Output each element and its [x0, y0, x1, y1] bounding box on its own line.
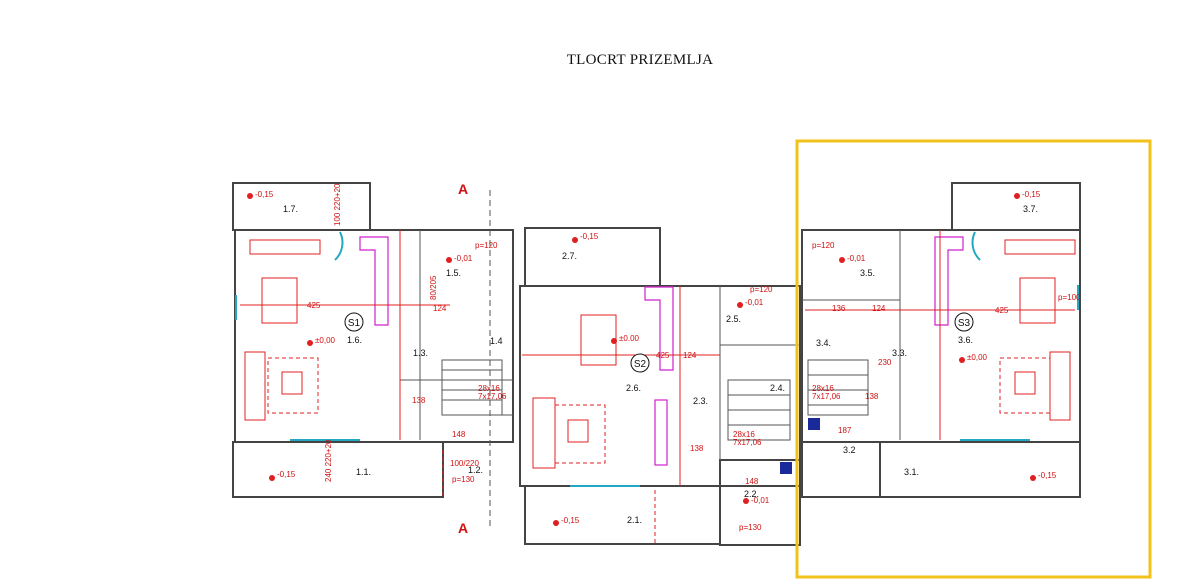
svg-text:124: 124	[433, 304, 447, 313]
door-dimension-1-5: 80/205	[429, 275, 438, 300]
svg-text:-0,01: -0,01	[454, 254, 473, 263]
meter-icon	[808, 418, 820, 430]
svg-text:7x17,06: 7x17,06	[733, 438, 762, 447]
svg-text:7x17,06: 7x17,06	[812, 392, 841, 401]
svg-text:2.4.: 2.4.	[770, 383, 785, 393]
sofa	[244, 351, 266, 421]
svg-text:230: 230	[878, 358, 892, 367]
svg-text:124: 124	[683, 351, 697, 360]
svg-text:3.3.: 3.3.	[892, 348, 907, 358]
svg-text:3.4.: 3.4.	[816, 338, 831, 348]
svg-text:-0,15: -0,15	[1038, 471, 1057, 480]
svg-text:425: 425	[307, 301, 321, 310]
svg-text:3.6.: 3.6.	[958, 335, 973, 345]
room-labels: 1.2. 1.1. 1.3. 1.4 1.5. 1.6. 1.7. 2.1. 2…	[283, 204, 1038, 525]
kitchen-counter	[934, 236, 964, 326]
svg-text:124: 124	[872, 304, 886, 313]
dining-table	[261, 277, 298, 324]
svg-text:-0,15: -0,15	[561, 516, 580, 525]
dimension-labels: 425 425 425 p=100 p=120 p=120 p=120 p=13…	[307, 183, 1081, 532]
svg-text:138: 138	[690, 444, 704, 453]
svg-text:±0,00: ±0,00	[967, 353, 988, 362]
svg-text:p=130: p=130	[739, 523, 762, 532]
unit-marker-s2: S2	[630, 353, 650, 373]
dining-table	[1019, 277, 1056, 324]
svg-text:138: 138	[412, 396, 426, 405]
unit-1	[232, 182, 514, 498]
svg-text:-0,15: -0,15	[1022, 190, 1041, 199]
entry-3-2	[801, 441, 881, 498]
balcony-1-7	[232, 182, 371, 231]
svg-text:1.3.: 1.3.	[413, 348, 428, 358]
svg-text:148: 148	[745, 477, 759, 486]
svg-text:p=130: p=130	[452, 475, 475, 484]
unit-marker-s3: S3	[954, 312, 974, 332]
svg-text:136: 136	[832, 304, 846, 313]
meter-icon	[780, 462, 792, 474]
svg-text:28x16: 28x16	[478, 384, 500, 393]
svg-text:±0.00: ±0.00	[619, 334, 640, 343]
terrace-2-1	[524, 485, 721, 545]
section-marker-bottom: A	[458, 520, 468, 536]
svg-text:28x16: 28x16	[812, 384, 834, 393]
kitchen-counter	[359, 236, 389, 326]
svg-text:2.2.: 2.2.	[744, 489, 759, 499]
svg-text:138: 138	[865, 392, 879, 401]
dining-table	[580, 314, 617, 366]
svg-text:425: 425	[656, 351, 670, 360]
unit-2	[519, 227, 801, 546]
door-dimension-1-7: 100 220+20	[333, 183, 342, 226]
svg-text:-0,01: -0,01	[847, 254, 866, 263]
svg-text:1.4: 1.4	[490, 336, 503, 346]
drawing-title: TLOCRT PRIZEMLJA	[566, 52, 714, 68]
svg-text:S2: S2	[634, 359, 647, 370]
door-dimension-1-2: 100/220	[450, 459, 479, 468]
svg-text:1.7.: 1.7.	[283, 204, 298, 214]
svg-text:-0,15: -0,15	[255, 190, 274, 199]
entry-2-2	[719, 459, 801, 546]
svg-text:7x17,06: 7x17,06	[478, 392, 507, 401]
unit-3	[801, 182, 1081, 498]
window-dimension-1-1: 240 220+20	[324, 439, 333, 482]
svg-text:187: 187	[838, 426, 852, 435]
svg-text:425: 425	[995, 306, 1009, 315]
balcony-3-7	[951, 182, 1081, 231]
unit-marker-s1: S1	[344, 312, 364, 332]
svg-text:S1: S1	[348, 318, 361, 329]
svg-text:1.2.: 1.2.	[468, 465, 483, 475]
highlight-frame-unit-s3	[795, 139, 1152, 579]
sofa	[1049, 351, 1071, 421]
svg-text:3.1.: 3.1.	[904, 467, 919, 477]
svg-text:S3: S3	[958, 318, 971, 329]
svg-text:p=100: p=100	[1058, 293, 1081, 302]
svg-text:1.1.: 1.1.	[356, 467, 371, 477]
sofa	[532, 397, 556, 469]
svg-text:3.7.: 3.7.	[1023, 204, 1038, 214]
svg-text:2.7.: 2.7.	[562, 251, 577, 261]
kitchen-counter	[644, 286, 674, 371]
svg-text:1.5.: 1.5.	[446, 268, 461, 278]
svg-text:-0,01: -0,01	[745, 298, 764, 307]
svg-text:2.6.: 2.6.	[626, 383, 641, 393]
level-marks: -0,15 -0,15 -0,01 ±0,00 -0,15 ±0.00 -0,1…	[247, 190, 1057, 526]
svg-text:2.5.: 2.5.	[726, 314, 741, 324]
svg-text:1.6.: 1.6.	[347, 335, 362, 345]
svg-text:-0,15: -0,15	[580, 232, 599, 241]
svg-text:-0,15: -0,15	[277, 470, 296, 479]
section-marker-top: A	[458, 181, 468, 197]
svg-text:2.1.: 2.1.	[627, 515, 642, 525]
svg-text:2.3.: 2.3.	[693, 396, 708, 406]
svg-text:3.5.: 3.5.	[860, 268, 875, 278]
terrace-1-1	[232, 441, 444, 498]
svg-text:p=120: p=120	[812, 241, 835, 250]
svg-text:28x16: 28x16	[733, 430, 755, 439]
svg-text:148: 148	[452, 430, 466, 439]
svg-text:p=120: p=120	[475, 241, 498, 250]
svg-text:3.2: 3.2	[843, 445, 856, 455]
svg-text:p=120: p=120	[750, 285, 773, 294]
svg-text:±0,00: ±0,00	[315, 336, 336, 345]
svg-text:-0,01: -0,01	[751, 496, 770, 505]
